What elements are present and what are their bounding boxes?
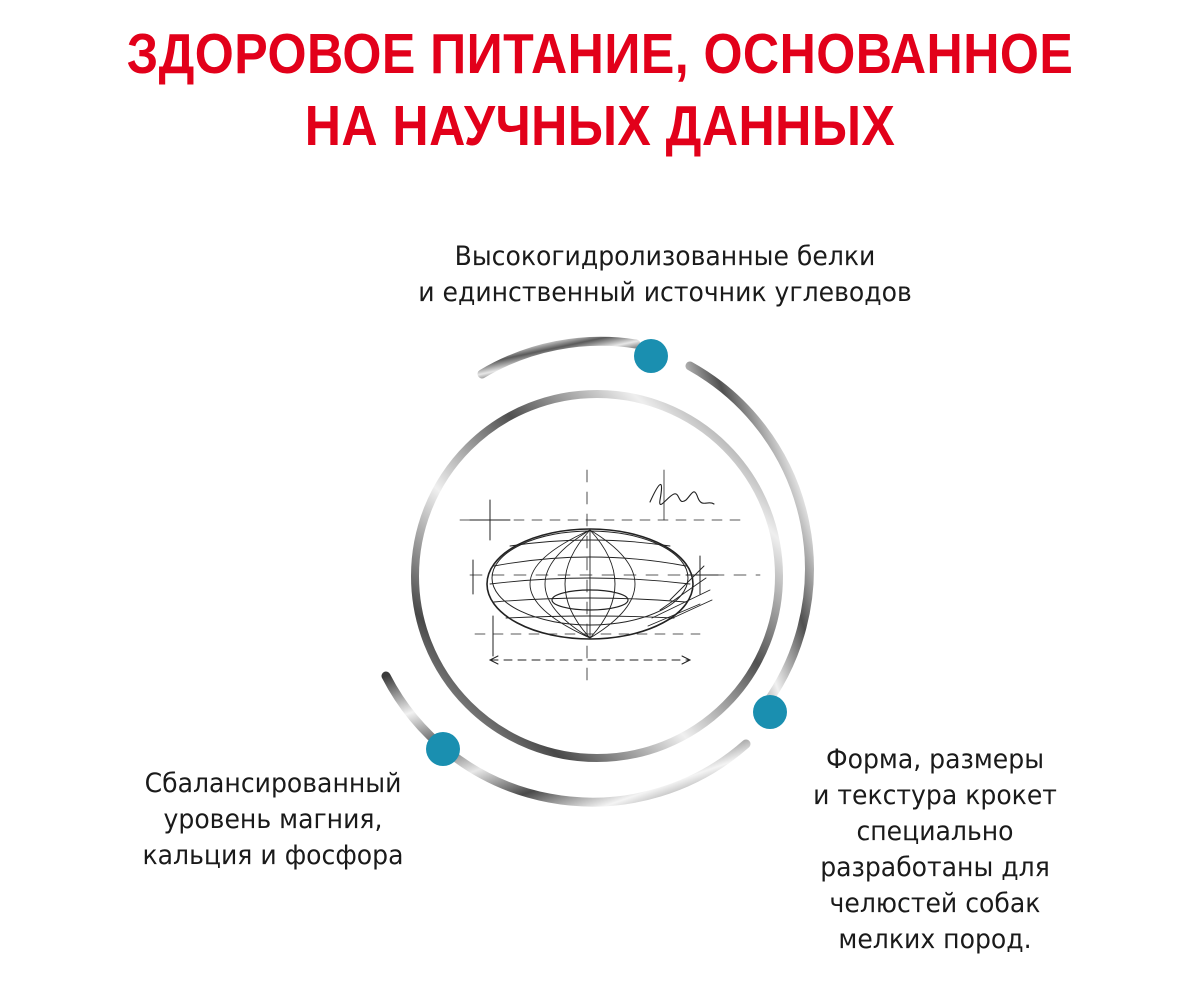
feature-minerals: Сбалансированный уровень магния, кальция… [112,766,434,874]
outer-ring-arc-bottom-left [381,671,751,807]
page-title: ЗДОРОВОЕ ПИТАНИЕ, ОСНОВАННОЕ НА НАУЧНЫХ … [72,18,1128,162]
feature-text-line: Высокогидролизованные белки [454,241,876,272]
feature-text-line: разработаны для [820,852,1050,883]
page-title-line-1: ЗДОРОВОЕ ПИТАНИЕ, ОСНОВАННОЕ [126,22,1074,86]
feature-text-line: и текстура крокет [813,780,1057,811]
teal-dot-icon [426,732,460,766]
kibble-sketch-icon [459,469,761,691]
feature-text-line: специально [856,816,1014,847]
feature-kibble-shape: Форма, размеры и текстура крокет специал… [782,742,1089,958]
feature-text-line: и единственный источник углеводов [418,277,912,308]
feature-text-line: кальция и фосфора [142,840,404,871]
teal-dot-icon [753,695,787,729]
inner-ring [411,390,783,762]
feature-text-line: уровень магния, [163,804,383,835]
feature-text-line: Сбалансированный [144,768,402,799]
feature-text-line: мелких пород. [838,924,1032,955]
outer-ring-arc-top [477,336,641,379]
feature-hydrolyzed-protein: Высокогидролизованные белки и единственн… [326,239,1005,311]
teal-dot-icon [634,339,668,373]
page-title-line-2: НА НАУЧНЫХ ДАННЫХ [304,94,896,158]
outer-ring-arc-right [685,361,814,717]
feature-text-line: челюстей собак [829,888,1041,919]
feature-text-line: Форма, размеры [825,744,1045,775]
